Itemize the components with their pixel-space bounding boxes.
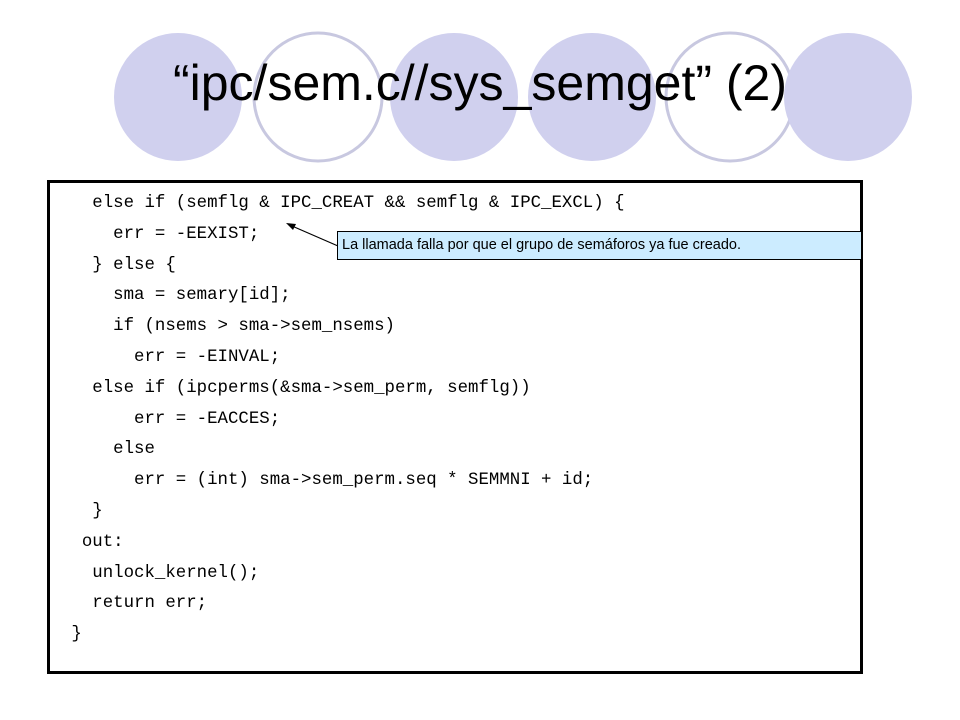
- code-line: err = -EEXIST;: [61, 224, 260, 244]
- code-line: return err;: [61, 594, 208, 614]
- code-line: err = -EINVAL;: [61, 347, 281, 367]
- code-line: }: [61, 625, 82, 645]
- code-line: else if (ipcperms(&sma->sem_perm, semflg…: [61, 378, 531, 398]
- code-line: else: [61, 440, 155, 460]
- code-line: err = -EACCES;: [61, 409, 281, 429]
- code-block: else if (semflg & IPC_CREAT && semflg & …: [61, 189, 625, 651]
- decor-circle-3: [390, 33, 518, 161]
- code-line: unlock_kernel();: [61, 563, 260, 583]
- code-line: } else {: [61, 255, 176, 275]
- decor-circle-1: [114, 33, 242, 161]
- callout-note: La llamada falla por que el grupo de sem…: [337, 231, 862, 260]
- code-line: out:: [61, 532, 124, 552]
- code-line: }: [61, 501, 103, 521]
- decor-circle-2: [252, 31, 384, 163]
- decor-circle-6: [784, 33, 912, 161]
- code-line: if (nsems > sma->sem_nsems): [61, 317, 395, 337]
- decorative-circles: [114, 31, 912, 163]
- decor-circle-4: [528, 33, 656, 161]
- code-line: err = (int) sma->sem_perm.seq * SEMMNI +…: [61, 471, 594, 491]
- code-line: else if (semflg & IPC_CREAT && semflg & …: [61, 194, 625, 213]
- slide-title: “ipc/sem.c//sys_semget” (2): [172, 55, 787, 111]
- code-line: sma = semary[id];: [61, 286, 291, 306]
- code-box: else if (semflg & IPC_CREAT && semflg & …: [47, 180, 863, 674]
